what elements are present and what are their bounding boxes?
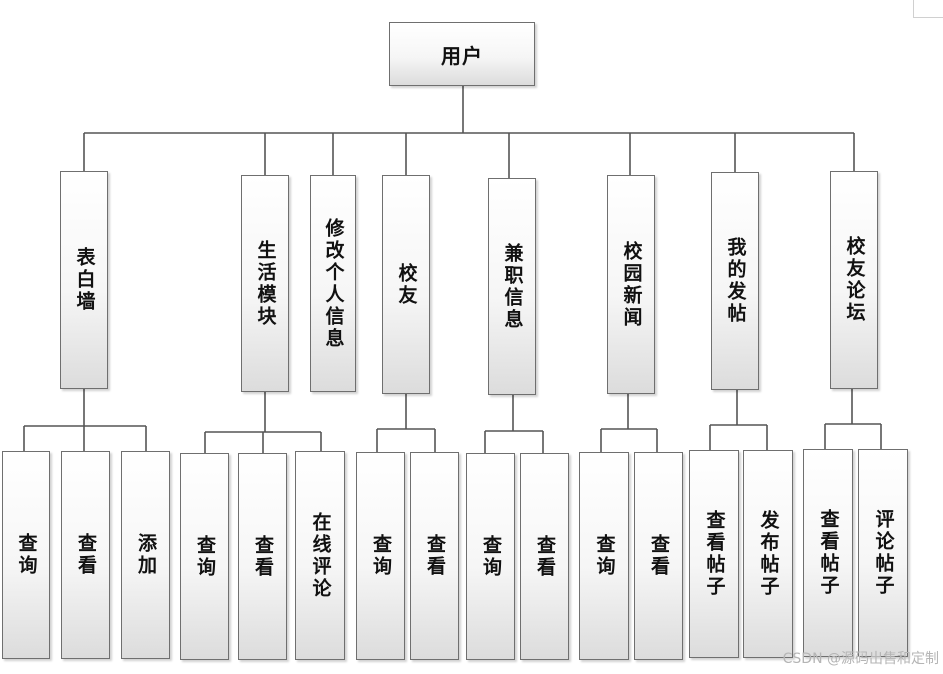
leaf-node-view: 查看	[61, 451, 110, 659]
module-node-campus-news: 校园新闻	[607, 175, 655, 394]
leaf-node-label: 查看	[534, 534, 556, 579]
leaf-node-label: 查看	[252, 534, 274, 579]
leaf-node-comment-post: 评论帖子	[858, 449, 908, 657]
leaf-node-label: 评论帖子	[872, 509, 895, 597]
leaf-node-online-comment: 在线评论	[295, 451, 345, 660]
module-node-confession-wall: 表白墙	[60, 171, 108, 389]
corner-frame	[913, 0, 943, 18]
leaf-node-label: 查询	[15, 533, 38, 577]
watermark: CSDN @源码出售和定制	[782, 651, 939, 667]
leaf-node-view: 查看	[238, 453, 287, 660]
module-node-label: 校友论坛	[843, 236, 866, 324]
module-node-my-posts: 我的发帖	[711, 172, 759, 390]
leaf-node-label: 查看帖子	[703, 510, 726, 598]
leaf-node-view-posts: 查看帖子	[689, 450, 739, 658]
leaf-node-label: 查询	[194, 534, 216, 579]
leaf-node-view: 查看	[410, 452, 459, 660]
leaf-node-label: 添加	[135, 533, 157, 577]
leaf-node-label: 查看帖子	[817, 509, 840, 597]
leaf-node-label: 查看	[648, 534, 670, 578]
leaf-node-view-posts: 查看帖子	[803, 449, 853, 657]
leaf-node-add: 添加	[121, 451, 170, 659]
module-node-label: 校园新闻	[620, 240, 643, 329]
leaf-node-label: 查看	[424, 534, 446, 578]
module-node-part-time: 兼职信息	[488, 178, 536, 395]
module-node-label: 生活模块	[254, 239, 277, 328]
leaf-node-query: 查询	[466, 453, 515, 660]
leaf-node-label: 查看	[75, 533, 97, 577]
leaf-node-query: 查询	[2, 451, 50, 659]
leaf-node-label: 查询	[370, 534, 392, 578]
leaf-node-label: 在线评论	[309, 511, 332, 600]
module-node-label: 兼职信息	[501, 242, 524, 331]
leaf-node-label: 发布帖子	[757, 510, 780, 598]
module-node-edit-profile: 修改个人信息	[310, 175, 356, 392]
root-node-user: 用户	[389, 22, 535, 86]
leaf-node-query: 查询	[579, 452, 629, 660]
module-node-alumni-forum: 校友论坛	[830, 171, 878, 389]
leaf-node-publish-post: 发布帖子	[743, 450, 793, 658]
leaf-node-query: 查询	[180, 453, 229, 660]
module-node-label: 表白墙	[73, 247, 96, 313]
leaf-node-query: 查询	[356, 452, 405, 660]
leaf-node-label: 查询	[480, 534, 502, 579]
module-node-label: 修改个人信息	[322, 217, 345, 350]
leaf-node-label: 查询	[593, 534, 616, 578]
module-node-life: 生活模块	[241, 175, 289, 392]
leaf-node-view: 查看	[634, 452, 683, 660]
module-node-alumni: 校友	[382, 175, 430, 394]
leaf-node-view: 查看	[520, 453, 569, 660]
module-node-label: 我的发帖	[724, 237, 747, 325]
root-node-label: 用户	[441, 43, 483, 68]
module-node-label: 校友	[395, 262, 418, 307]
